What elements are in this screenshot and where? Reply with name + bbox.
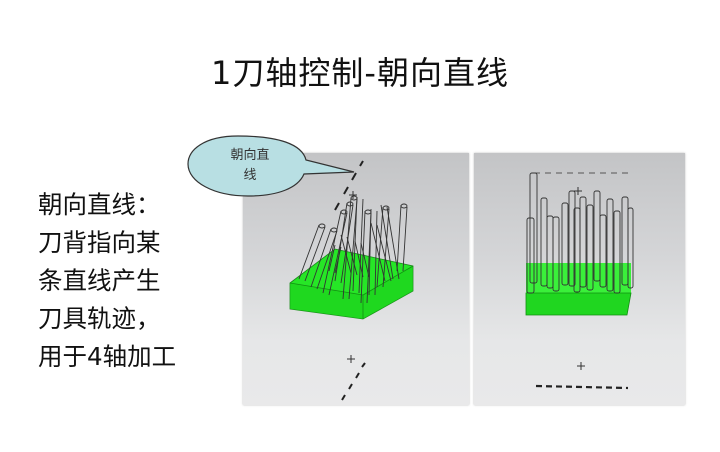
- body-line: 朝向直线：: [38, 190, 161, 219]
- toolpath-iso-graphic: [289, 160, 414, 401]
- slide-title: 1刀轴控制-朝向直线: [211, 54, 509, 92]
- crosshair-icon: [347, 191, 357, 363]
- body-line: 用于4轴加工: [38, 342, 177, 371]
- slide-body-text: 朝向直线： 刀背指向某 条直线产生 刀具轨迹， 用于4轴加工: [38, 186, 176, 376]
- axis-line-icon: [334, 160, 364, 211]
- toolpath-front-graphic: [525, 172, 634, 390]
- callout-line: 朝向直: [230, 148, 270, 163]
- callout-text: 朝向直 线: [207, 146, 293, 186]
- callout-line: 线: [243, 168, 257, 183]
- crosshair-icon: [574, 187, 585, 370]
- tool-cylinder-icon: [526, 172, 634, 294]
- body-line: 条直线产生: [38, 266, 161, 295]
- figure-front-toolpath: [474, 153, 685, 405]
- figure-isometric-toolpath: [243, 153, 469, 405]
- callout-bubble: [187, 135, 355, 197]
- body-line: 刀具轨迹，: [38, 304, 161, 333]
- tool-cylinder-icon: [298, 196, 408, 304]
- body-line: 刀背指向某: [38, 228, 161, 257]
